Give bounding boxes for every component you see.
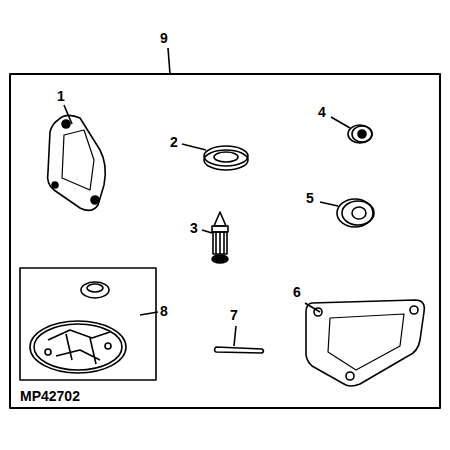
leader-line xyxy=(168,48,170,74)
diaphragm-subkit xyxy=(20,268,156,380)
callout-number: 6 xyxy=(293,284,301,300)
callout-number: 5 xyxy=(306,190,314,206)
leader-line xyxy=(182,144,206,150)
gasket-part xyxy=(306,300,424,386)
gasket-part xyxy=(48,115,106,210)
callout-number: 1 xyxy=(57,88,65,104)
seal-part xyxy=(348,125,372,143)
leader-line xyxy=(202,230,212,233)
callout-number: 8 xyxy=(160,303,168,319)
inlet-needle-part xyxy=(212,212,228,263)
leader-line xyxy=(331,117,350,128)
seal-part xyxy=(337,199,374,227)
leader-line xyxy=(234,326,236,346)
hinge-pin-part xyxy=(215,347,264,353)
washer-part xyxy=(204,146,248,170)
leader-line xyxy=(320,202,338,206)
callout-number: 2 xyxy=(170,134,178,150)
figure-id: MP42702 xyxy=(20,388,80,404)
kit-frame xyxy=(10,74,440,408)
callout-number: 3 xyxy=(190,220,198,236)
callout-number: 7 xyxy=(230,307,238,323)
callout-number: 4 xyxy=(318,104,326,120)
callout-number: 9 xyxy=(160,30,168,46)
